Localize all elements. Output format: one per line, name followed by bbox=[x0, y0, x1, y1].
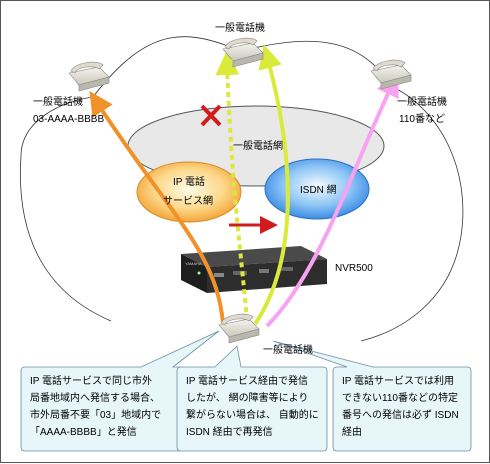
phone-top-label: 一般電話機 bbox=[215, 23, 265, 34]
phone-right-number: 110番など bbox=[399, 114, 445, 125]
callout-3-shape bbox=[272, 340, 472, 452]
yellow-dashed-route bbox=[215, 51, 249, 322]
callout-3-line: 番号への発信は必ず ISDN bbox=[342, 410, 459, 421]
ip-network-label-line2: サービス網 bbox=[163, 196, 213, 207]
phone-bottom-label: 一般電話機 bbox=[263, 345, 313, 356]
callout-2: IP 電話サービス経由で発信 したが、 網の障害等により 繋がらない場合は、 自… bbox=[179, 369, 327, 445]
callout-1-line: 「AAAA-BBBB」と発信 bbox=[30, 427, 137, 438]
ip-network-label-line1: IP 電話 bbox=[173, 177, 206, 188]
callout-2-line: ISDN 経由で再発信 bbox=[186, 427, 273, 438]
phone-right-icon bbox=[370, 59, 412, 90]
callout-2-line: したが、 網の障害等により bbox=[186, 393, 309, 404]
phone-top-icon bbox=[222, 37, 264, 68]
callout-1-line: 市外局番不要「03」地域内で bbox=[30, 410, 162, 421]
phone-bottom-icon bbox=[218, 313, 260, 344]
callout-3-line: 経由 bbox=[342, 427, 362, 438]
callout-1-line: IP 電話サービスで同じ市外 bbox=[30, 376, 153, 387]
ip-network-cloud bbox=[136, 161, 242, 223]
orange-route bbox=[89, 90, 225, 324]
yellow-isdn-route bbox=[253, 44, 290, 326]
public-network-label: 一般電話網 bbox=[233, 141, 283, 152]
failure-x-icon bbox=[200, 104, 222, 127]
router-brand: YAMAHA bbox=[185, 261, 202, 266]
phone-right-label: 一般電話機 bbox=[397, 97, 447, 108]
phone-left-number: 03-AAAA-BBBB bbox=[33, 114, 105, 125]
router-model-label: NVR500 bbox=[335, 263, 373, 274]
callout-3-line: IP 電話サービスでは利用 bbox=[342, 376, 455, 387]
pink-route bbox=[265, 72, 399, 328]
callout-2-line: 繋がらない場合は、 自動的に bbox=[186, 410, 319, 421]
isdn-network-label: ISDN 網 bbox=[300, 185, 337, 196]
callout-1-line: 局番地域内へ発信する場合、 bbox=[30, 393, 160, 404]
callout-2-shape bbox=[176, 345, 328, 452]
phone-left-icon bbox=[68, 61, 110, 92]
callout-3: IP 電話サービスでは利用 できない110番などの特定 番号への発信は必ず IS… bbox=[335, 369, 471, 445]
phone-left-label: 一般電話機 bbox=[33, 97, 83, 108]
callout-2-line: IP 電話サービス経由で発信 bbox=[186, 376, 309, 387]
router-nvr500: YAMAHA bbox=[181, 246, 327, 293]
callout-3-line: できない110番などの特定 bbox=[342, 393, 458, 404]
isdn-network-cloud bbox=[264, 158, 370, 220]
callout-1: IP 電話サービスで同じ市外 局番地域内へ発信する場合、 市外局番不要「03」地… bbox=[23, 369, 181, 445]
